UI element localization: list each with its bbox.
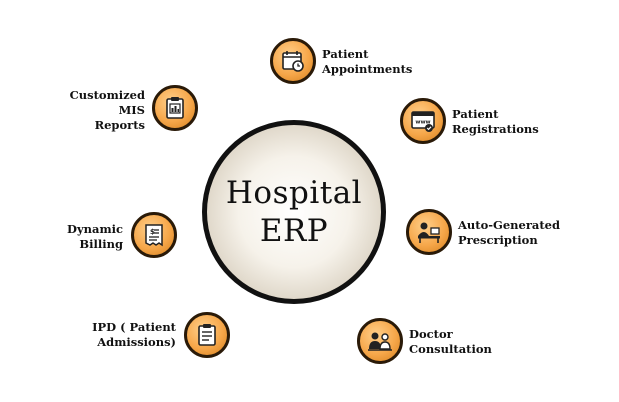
label-patient-appointments: Patient Appointments [322,47,412,77]
label-line: Auto-Generated [458,218,561,232]
label-ipd-patient-admissions: IPD ( Patient Admissions) [92,320,176,350]
label-line: IPD ( Patient [92,320,176,334]
label-auto-generated-prescription: Auto-Generated Prescription [458,218,560,248]
label-line: Reports [94,118,145,132]
label-line: Registrations [452,122,539,136]
label-line: Patient [322,47,369,61]
web-browser-check-icon: www [411,111,435,132]
hospital-erp-hub: Hospital ERP [202,120,386,304]
label-doctor-consultation: Doctor Consultation [409,327,492,357]
node-ipd-patient-admissions [184,312,230,358]
svg-text:$: $ [150,228,155,236]
label-line: Admissions) [97,335,176,349]
hub-title-line1: Hospital [225,175,363,211]
label-line: Dynamic [66,222,123,236]
calendar-clock-icon [282,51,304,72]
node-patient-appointments [270,38,316,84]
node-auto-generated-prescription [406,209,452,255]
label-line: Appointments [322,62,413,76]
node-doctor-consultation [357,318,403,364]
label-line: Consultation [409,342,492,356]
node-patient-registrations: www [400,98,446,144]
label-line: Customized [69,88,145,102]
label-line: Doctor [409,327,453,341]
clipboard-list-icon [198,324,216,346]
node-customized-mis-reports [152,85,198,131]
label-line: Billing [79,237,123,251]
label-line: Prescription [458,233,538,247]
invoice-icon: $ [145,224,163,247]
report-clipboard-icon [166,97,184,119]
doctor-desk-icon [418,222,440,243]
hub-title-line2: ERP [259,213,329,249]
doctor-patient-icon [368,332,392,351]
label-customized-mis-reports: Customized MIS Reports [70,88,145,133]
node-dynamic-billing: $ [131,212,177,258]
label-line: Patient [452,107,499,121]
label-dynamic-billing: Dynamic Billing [67,222,123,252]
label-line: MIS [118,103,145,117]
svg-text:www: www [415,120,430,126]
label-patient-registrations: Patient Registrations [452,107,539,137]
